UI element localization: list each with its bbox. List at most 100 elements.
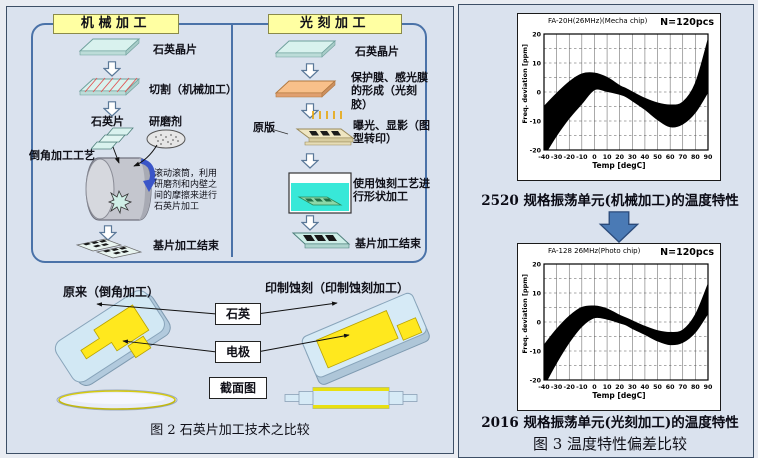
- right-panel: FA-20H(26MHz)(Mecha chip) N=120pcs Freq.…: [458, 4, 754, 458]
- big-down-arrow-icon: [598, 211, 640, 243]
- chart-title: FA-128 26MHz(Photo chip): [548, 247, 641, 255]
- electrode-label-box: 电极: [215, 341, 261, 363]
- photo-chips-icon: [291, 232, 351, 249]
- label-quartz-wafer-mech: 石英晶片: [153, 43, 197, 56]
- svg-text:-10: -10: [576, 384, 588, 391]
- svg-text:70: 70: [678, 154, 687, 161]
- svg-text:-20: -20: [564, 384, 576, 391]
- chart-caption-photo: 2016 规格振荡单元(光刻加工)的温度特性: [481, 415, 739, 431]
- label-expose: 曝光、显影（图型转印）: [353, 119, 430, 146]
- svg-text:20: 20: [532, 32, 541, 38]
- svg-text:60: 60: [666, 384, 675, 391]
- left-panel: 机械加工 光刻加工 石英晶片 切割（机械加工） 石英片: [6, 6, 454, 454]
- svg-text:30: 30: [628, 384, 637, 391]
- svg-text:90: 90: [704, 384, 713, 391]
- chamfer-chip-graphic: [54, 290, 171, 386]
- compare-left-title: 原来（倒角加工）: [63, 285, 160, 299]
- svg-text:50: 50: [653, 154, 662, 161]
- svg-text:0: 0: [592, 384, 597, 391]
- svg-text:-40: -40: [538, 154, 550, 161]
- quartz-wafer-icon: [275, 40, 337, 58]
- chart-xlabel: Temp [degC]: [592, 391, 646, 400]
- down-arrow-icon: [301, 153, 319, 169]
- chart-card-mech: FA-20H(26MHz)(Mecha chip) N=120pcs Freq.…: [517, 13, 721, 181]
- section-label-box: 截面图: [209, 377, 267, 399]
- label-cut: 切割（机械加工）: [149, 83, 237, 96]
- etch-bath-icon: [288, 172, 352, 214]
- label-done-mech: 基片加工结束: [153, 239, 219, 252]
- svg-text:40: 40: [641, 384, 650, 391]
- label-done-photo: 基片加工结束: [355, 237, 421, 250]
- down-arrow-icon: [103, 61, 121, 77]
- svg-text:-10: -10: [530, 348, 542, 355]
- label-abrasive: 研磨剂: [149, 115, 182, 128]
- svg-text:20: 20: [615, 384, 624, 391]
- svg-text:-10: -10: [530, 118, 542, 125]
- label-mask: 原版: [253, 121, 275, 134]
- etched-chip-graphic: [301, 292, 430, 385]
- svg-text:40: 40: [641, 154, 650, 161]
- label-chamfer-process: 倒角加工工艺: [29, 149, 95, 162]
- chart-ylabel: Freq. deviation [ppm]: [521, 44, 529, 124]
- chart-header: FA-128 26MHz(Photo chip) N=120pcs: [518, 244, 720, 262]
- connector-overlay: [54, 128, 430, 411]
- svg-text:-40: -40: [538, 384, 550, 391]
- quartz-chips-stack-icon: [91, 127, 134, 150]
- chart-n-label: N=120pcs: [660, 17, 714, 28]
- svg-text:60: 60: [666, 154, 675, 161]
- svg-text:-20: -20: [564, 154, 576, 161]
- label-barrel-note: 滚动滚筒，利用研磨剂和内壁之间的摩擦来进行石英片加工: [154, 169, 218, 212]
- label-quartz-chip: 石英片: [91, 115, 124, 128]
- chart-card-photo: FA-128 26MHz(Photo chip) N=120pcs Freq. …: [517, 243, 721, 411]
- svg-text:90: 90: [704, 154, 713, 161]
- figure2-caption: 图 2 石英片加工技术之比较: [150, 423, 310, 438]
- chips-done-icon: [75, 238, 143, 259]
- down-arrow-icon: [301, 63, 319, 79]
- quartz-wafer-icon: [79, 38, 141, 56]
- abrasive-icon: [146, 129, 186, 149]
- down-arrow-icon: [301, 215, 319, 231]
- compare-right-title: 印制蚀刻（印制蚀刻加工）: [265, 281, 410, 295]
- exposure-icon: [295, 111, 355, 146]
- svg-text:-20: -20: [530, 377, 542, 384]
- svg-text:10: 10: [532, 60, 541, 67]
- down-arrow-icon: [99, 225, 117, 241]
- chart-ylabel: Freq. deviation [ppm]: [521, 274, 529, 354]
- figure3-caption: 图 3 温度特性偏差比较: [532, 435, 688, 453]
- svg-text:-30: -30: [551, 384, 563, 391]
- svg-text:80: 80: [691, 384, 700, 391]
- chart-title: FA-20H(26MHz)(Mecha chip): [548, 17, 648, 25]
- label-coat: 保护膜、感光膜的形成（光刻胶）: [351, 71, 428, 111]
- svg-text:10: 10: [532, 290, 541, 297]
- mech-flow-header: 机械加工: [53, 14, 179, 34]
- down-arrow-icon: [103, 101, 121, 117]
- svg-text:-10: -10: [576, 154, 588, 161]
- svg-text:20: 20: [532, 262, 541, 268]
- svg-text:10: 10: [603, 154, 612, 161]
- svg-text:-30: -30: [551, 154, 563, 161]
- barrel-icon: [85, 157, 157, 221]
- down-arrow-icon: [301, 103, 319, 119]
- label-etch: 使用蚀刻工艺进行形状加工: [353, 177, 430, 204]
- process-flow-box: [31, 23, 427, 263]
- chart-n-label: N=120pcs: [660, 247, 714, 258]
- svg-text:30: 30: [628, 154, 637, 161]
- chart-xlabel: Temp [degC]: [592, 161, 646, 170]
- chart-caption-mech: 2520 规格振荡单元(机械加工)的温度特性: [481, 193, 739, 209]
- lens-section-graphic: [56, 389, 178, 411]
- svg-text:20: 20: [615, 154, 624, 161]
- svg-text:70: 70: [678, 384, 687, 391]
- svg-text:80: 80: [691, 154, 700, 161]
- chart-header: FA-20H(26MHz)(Mecha chip) N=120pcs: [518, 14, 720, 32]
- coated-wafer-icon: [275, 80, 337, 98]
- label-quartz-wafer-photo: 石英晶片: [355, 45, 399, 58]
- cut-wafer-icon: [79, 77, 141, 96]
- svg-text:10: 10: [603, 384, 612, 391]
- svg-text:-20: -20: [530, 147, 542, 154]
- svg-text:0: 0: [537, 89, 542, 96]
- flow-divider: [231, 25, 233, 257]
- svg-text:0: 0: [537, 319, 542, 326]
